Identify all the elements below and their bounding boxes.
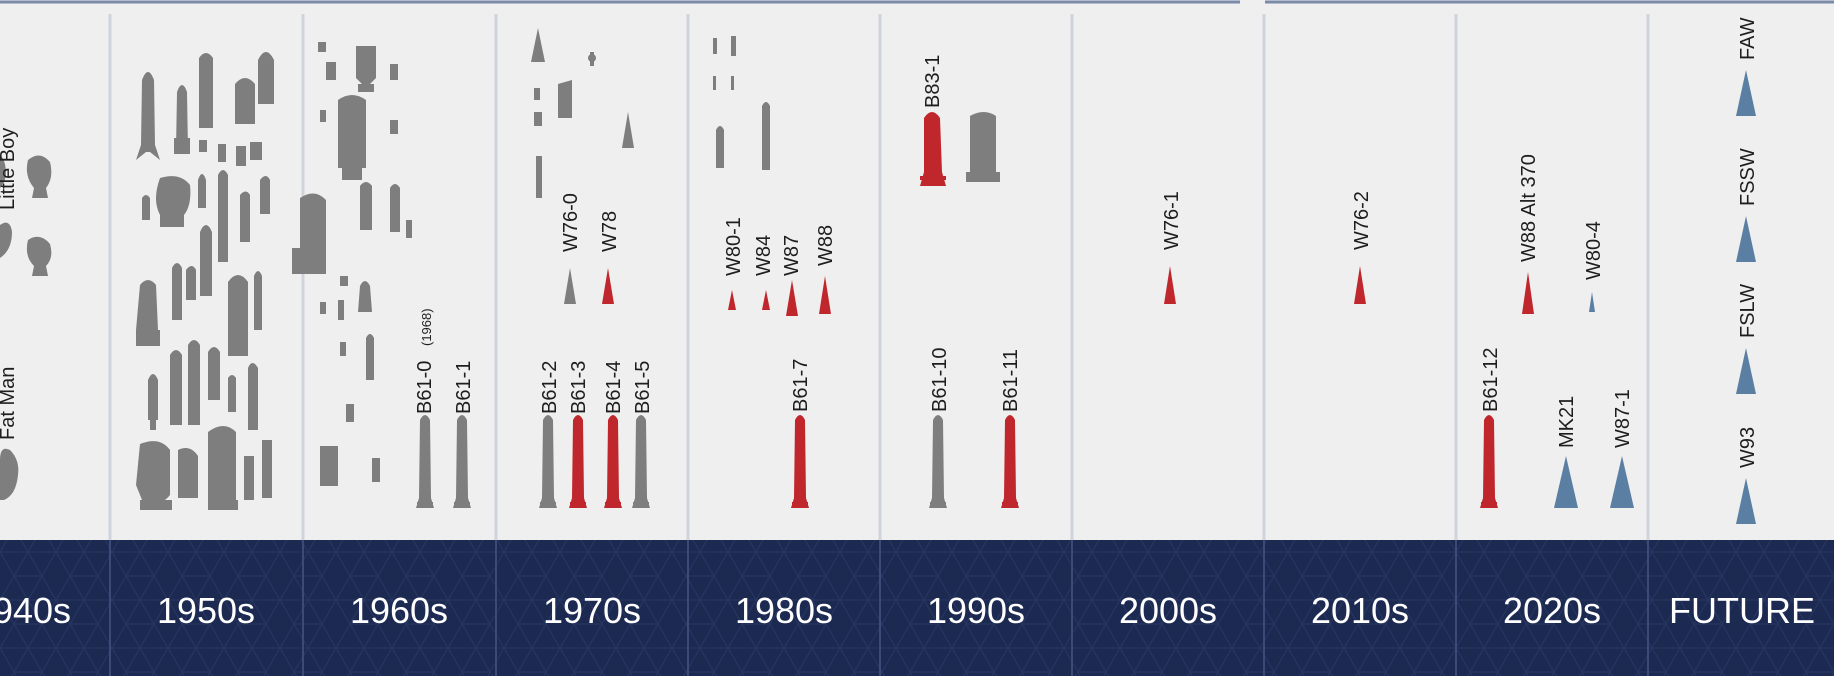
weapon-label-b61-2: B61-2 (539, 361, 561, 414)
column-dividers (108, 14, 1650, 540)
weapon-label-faw: FAW (1737, 17, 1759, 60)
legacy-weapon-silhouettes-1970s (531, 28, 634, 304)
weapon-label-b61-7: B61-7 (790, 359, 812, 412)
decade-label-1950s: 1950s (157, 590, 255, 631)
decade-label-1980s: 1980s (735, 590, 833, 631)
decade-label-1990s: 1990s (927, 590, 1025, 631)
weapon-label-fslw: FSLW (1737, 284, 1759, 338)
weapon-label-w76-2: W76-2 (1351, 191, 1373, 250)
weapon-label-w87-1: W87-1 (1612, 389, 1634, 448)
red-warhead-w78 (602, 268, 614, 304)
weapon-label-b61-12: B61-12 (1480, 348, 1502, 413)
weapon-label-w78: W78 (599, 211, 621, 252)
decade-label-1960s: 1960s (350, 590, 448, 631)
red-warhead-w76-2 (1354, 266, 1366, 304)
weapon-label-fat-man: Fat Man (0, 367, 19, 440)
weapon-label-b83-1: B83-1 (922, 55, 944, 108)
weapon-label-mk21: MK21 (1556, 396, 1578, 448)
blue-warhead-w87-1 (1610, 456, 1634, 508)
red-warhead-w88-alt-370 (1522, 272, 1534, 314)
era-1990s: B83-1 B61-10 B61-11 (920, 55, 1022, 508)
decade-label-1970s: 1970s (543, 590, 641, 631)
blue-warhead-w80-4 (1589, 292, 1595, 312)
legacy-weapon-silhouettes-1980s (713, 36, 770, 170)
era-1970s: W76-0 W78 B61-2 B61-3 B61-4 B61-5 (531, 28, 654, 508)
weapon-label-w76-1: W76-1 (1161, 191, 1183, 250)
blue-triangle-fssw (1736, 216, 1756, 262)
weapon-label-w88: W88 (815, 225, 837, 266)
red-warhead-w80-1 (728, 290, 736, 310)
weapon-label-b61-10: B61-10 (929, 348, 951, 413)
era-1940s: Fat Man Little Boy (0, 128, 52, 500)
era-1980s: W80-1 W84 W87 W88 B61-7 (713, 36, 837, 508)
weapon-label-w76-0: W76-0 (560, 193, 582, 252)
red-warhead-w84 (762, 290, 770, 310)
weapon-label-b61-4: B61-4 (603, 361, 625, 414)
decade-band: 1940s 1950s 1960s 1970s 1980s 1990s 2000… (0, 540, 1834, 676)
legacy-weapon-silhouettes-1950s (136, 52, 274, 510)
legacy-weapon-silhouettes-1990s (966, 112, 1000, 182)
weapon-label-b61-0-year: (1968) (419, 308, 434, 346)
era-future: FAW FSSW FSLW W93 (1736, 17, 1759, 524)
blue-triangle-w93 (1736, 478, 1756, 524)
decade-label-1940s: 1940s (0, 590, 71, 631)
era-2000s: W76-1 (1161, 191, 1183, 304)
red-warhead-w76-1 (1164, 266, 1176, 304)
red-warhead-w88 (819, 276, 831, 314)
red-bomb-b83-1 (920, 112, 946, 186)
weapon-label-w80-4: W80-4 (1583, 221, 1605, 280)
legacy-weapon-silhouettes-1940s (0, 155, 52, 500)
weapon-label-w93: W93 (1737, 427, 1759, 468)
blue-triangle-fslw (1736, 348, 1756, 394)
weapon-label-b61-0: B61-0 (414, 361, 436, 414)
weapon-label-w84: W84 (753, 235, 775, 276)
weapon-label-b61-5: B61-5 (632, 361, 654, 414)
blue-triangle-faw (1736, 70, 1756, 116)
era-1960s: B61-0 (1968) B61-1 (292, 42, 475, 508)
decade-label-2020s: 2020s (1503, 590, 1601, 631)
weapon-label-b61-1: B61-1 (453, 361, 475, 414)
weapon-label-little-boy: Little Boy (0, 128, 19, 210)
weapon-label-b61-3: B61-3 (568, 361, 590, 414)
weapon-label-w87: W87 (781, 235, 803, 276)
decade-label-2010s: 2010s (1311, 590, 1409, 631)
blue-aeroshell-mk21 (1554, 456, 1578, 508)
legacy-weapon-silhouettes-1960s (292, 42, 412, 486)
decade-label-2000s: 2000s (1119, 590, 1217, 631)
weapon-label-b61-11: B61-11 (1000, 349, 1022, 412)
red-warhead-w87 (786, 280, 798, 316)
gray-warhead-w76-0 (564, 268, 576, 304)
era-2020s: W88 Alt 370 W80-4 B61-12 MK21 W87-1 (1480, 154, 1634, 508)
weapon-label-w80-1: W80-1 (723, 217, 745, 276)
chart-area-background (0, 0, 1834, 540)
weapon-label-fssw: FSSW (1737, 148, 1759, 206)
decade-label-future: FUTURE (1669, 590, 1815, 631)
era-2010s: W76-2 (1351, 191, 1373, 304)
weapon-label-w88-alt-370: W88 Alt 370 (1518, 154, 1540, 262)
